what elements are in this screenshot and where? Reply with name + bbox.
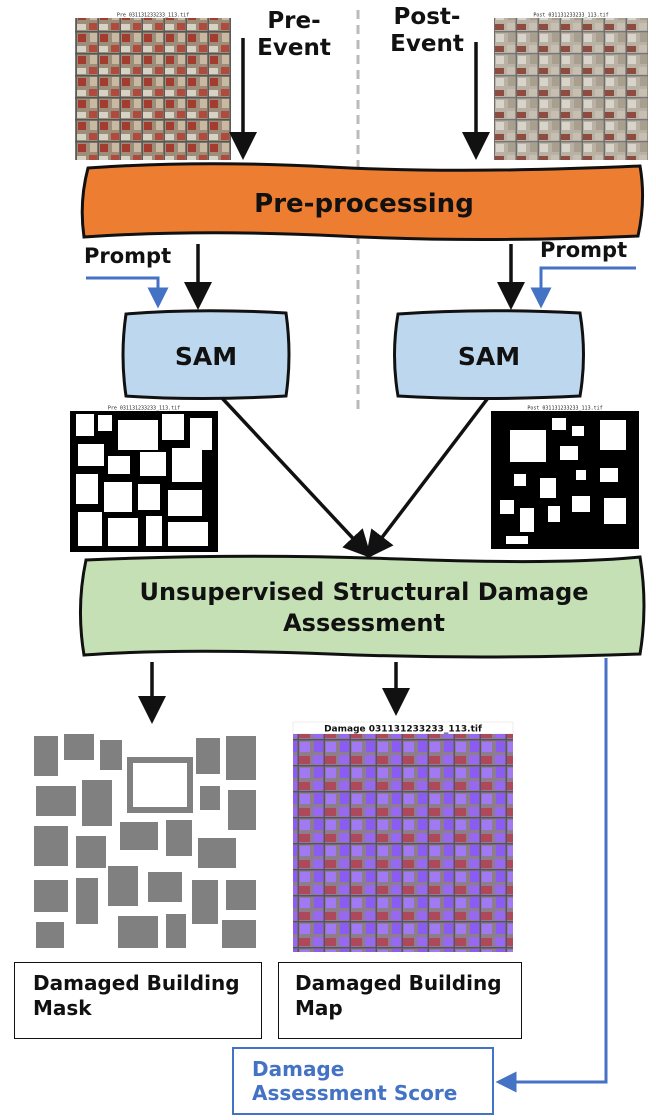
damaged-building-map-image: Damage 031131233233_113.tif: [292, 721, 514, 952]
damaged-building-map-caption: Damaged Building Map: [278, 962, 522, 1039]
pre-mask-title: Pre 031131233233_113.tif: [108, 406, 180, 412]
mask-caption-line2: Mask: [33, 996, 92, 1020]
arrow-sam-right-to-assessment: [365, 396, 490, 560]
map-caption-line2: Map: [295, 996, 343, 1020]
preprocessing-label: Pre-processing: [254, 189, 474, 219]
mask-caption-line1: Damaged Building: [33, 971, 240, 995]
damaged-building-mask-image: [28, 730, 260, 952]
pre-event-label-line2: Event: [257, 35, 331, 62]
pre-event-label: Pre- Event: [252, 8, 336, 62]
post-image-title: Post 031131233233_113.tif: [533, 13, 608, 19]
prompt-label-right: Prompt: [540, 238, 628, 262]
prompt-arrow-left: [86, 276, 169, 309]
pre-event-image: Pre 031131233233_113.tif: [75, 10, 231, 160]
assessment-label: Unsupervised Structural Damage Assessmen…: [90, 566, 638, 650]
post-event-label-line1: Post-: [393, 4, 461, 30]
post-event-label: Post- Event: [382, 4, 472, 58]
damage-map-title: Damage 031131233233_113.tif: [324, 725, 482, 735]
arrow-sam-left-to-assessment: [220, 396, 372, 559]
prompt-arrow-right: [530, 266, 636, 309]
sam-label-right: SAM: [457, 341, 521, 371]
sam-box-left: [121, 309, 291, 400]
assessment-label-line2: Assessment: [283, 609, 445, 637]
assessment-box: [78, 554, 646, 659]
pre-mask-image: Pre 031131233233_113.tif: [70, 404, 218, 552]
pre-event-label-line1: Pre-: [267, 8, 321, 34]
preprocessing-box: [80, 162, 645, 241]
sam-label-left: SAM: [174, 341, 238, 371]
post-event-image: Post 031131233233_113.tif: [494, 10, 648, 160]
sam-box-right: [393, 309, 585, 400]
score-line2: Assessment Score: [252, 1081, 458, 1105]
score-connector: [495, 658, 608, 1093]
prompt-label-left: Prompt: [84, 244, 172, 268]
post-event-label-line2: Event: [390, 31, 464, 58]
post-mask-image: Post 031131233233_113.tif: [491, 404, 639, 549]
score-line1: Damage: [252, 1057, 345, 1081]
map-caption-line1: Damaged Building: [295, 971, 502, 995]
post-mask-title: Post 031131233233_113.tif: [527, 406, 602, 412]
damage-assessment-score-box: Damage Assessment Score: [232, 1047, 494, 1115]
assessment-label-line1: Unsupervised Structural Damage: [139, 577, 589, 606]
damaged-building-mask-caption: Damaged Building Mask: [14, 962, 262, 1039]
pre-image-title: Pre 031131233233_113.tif: [117, 13, 189, 19]
